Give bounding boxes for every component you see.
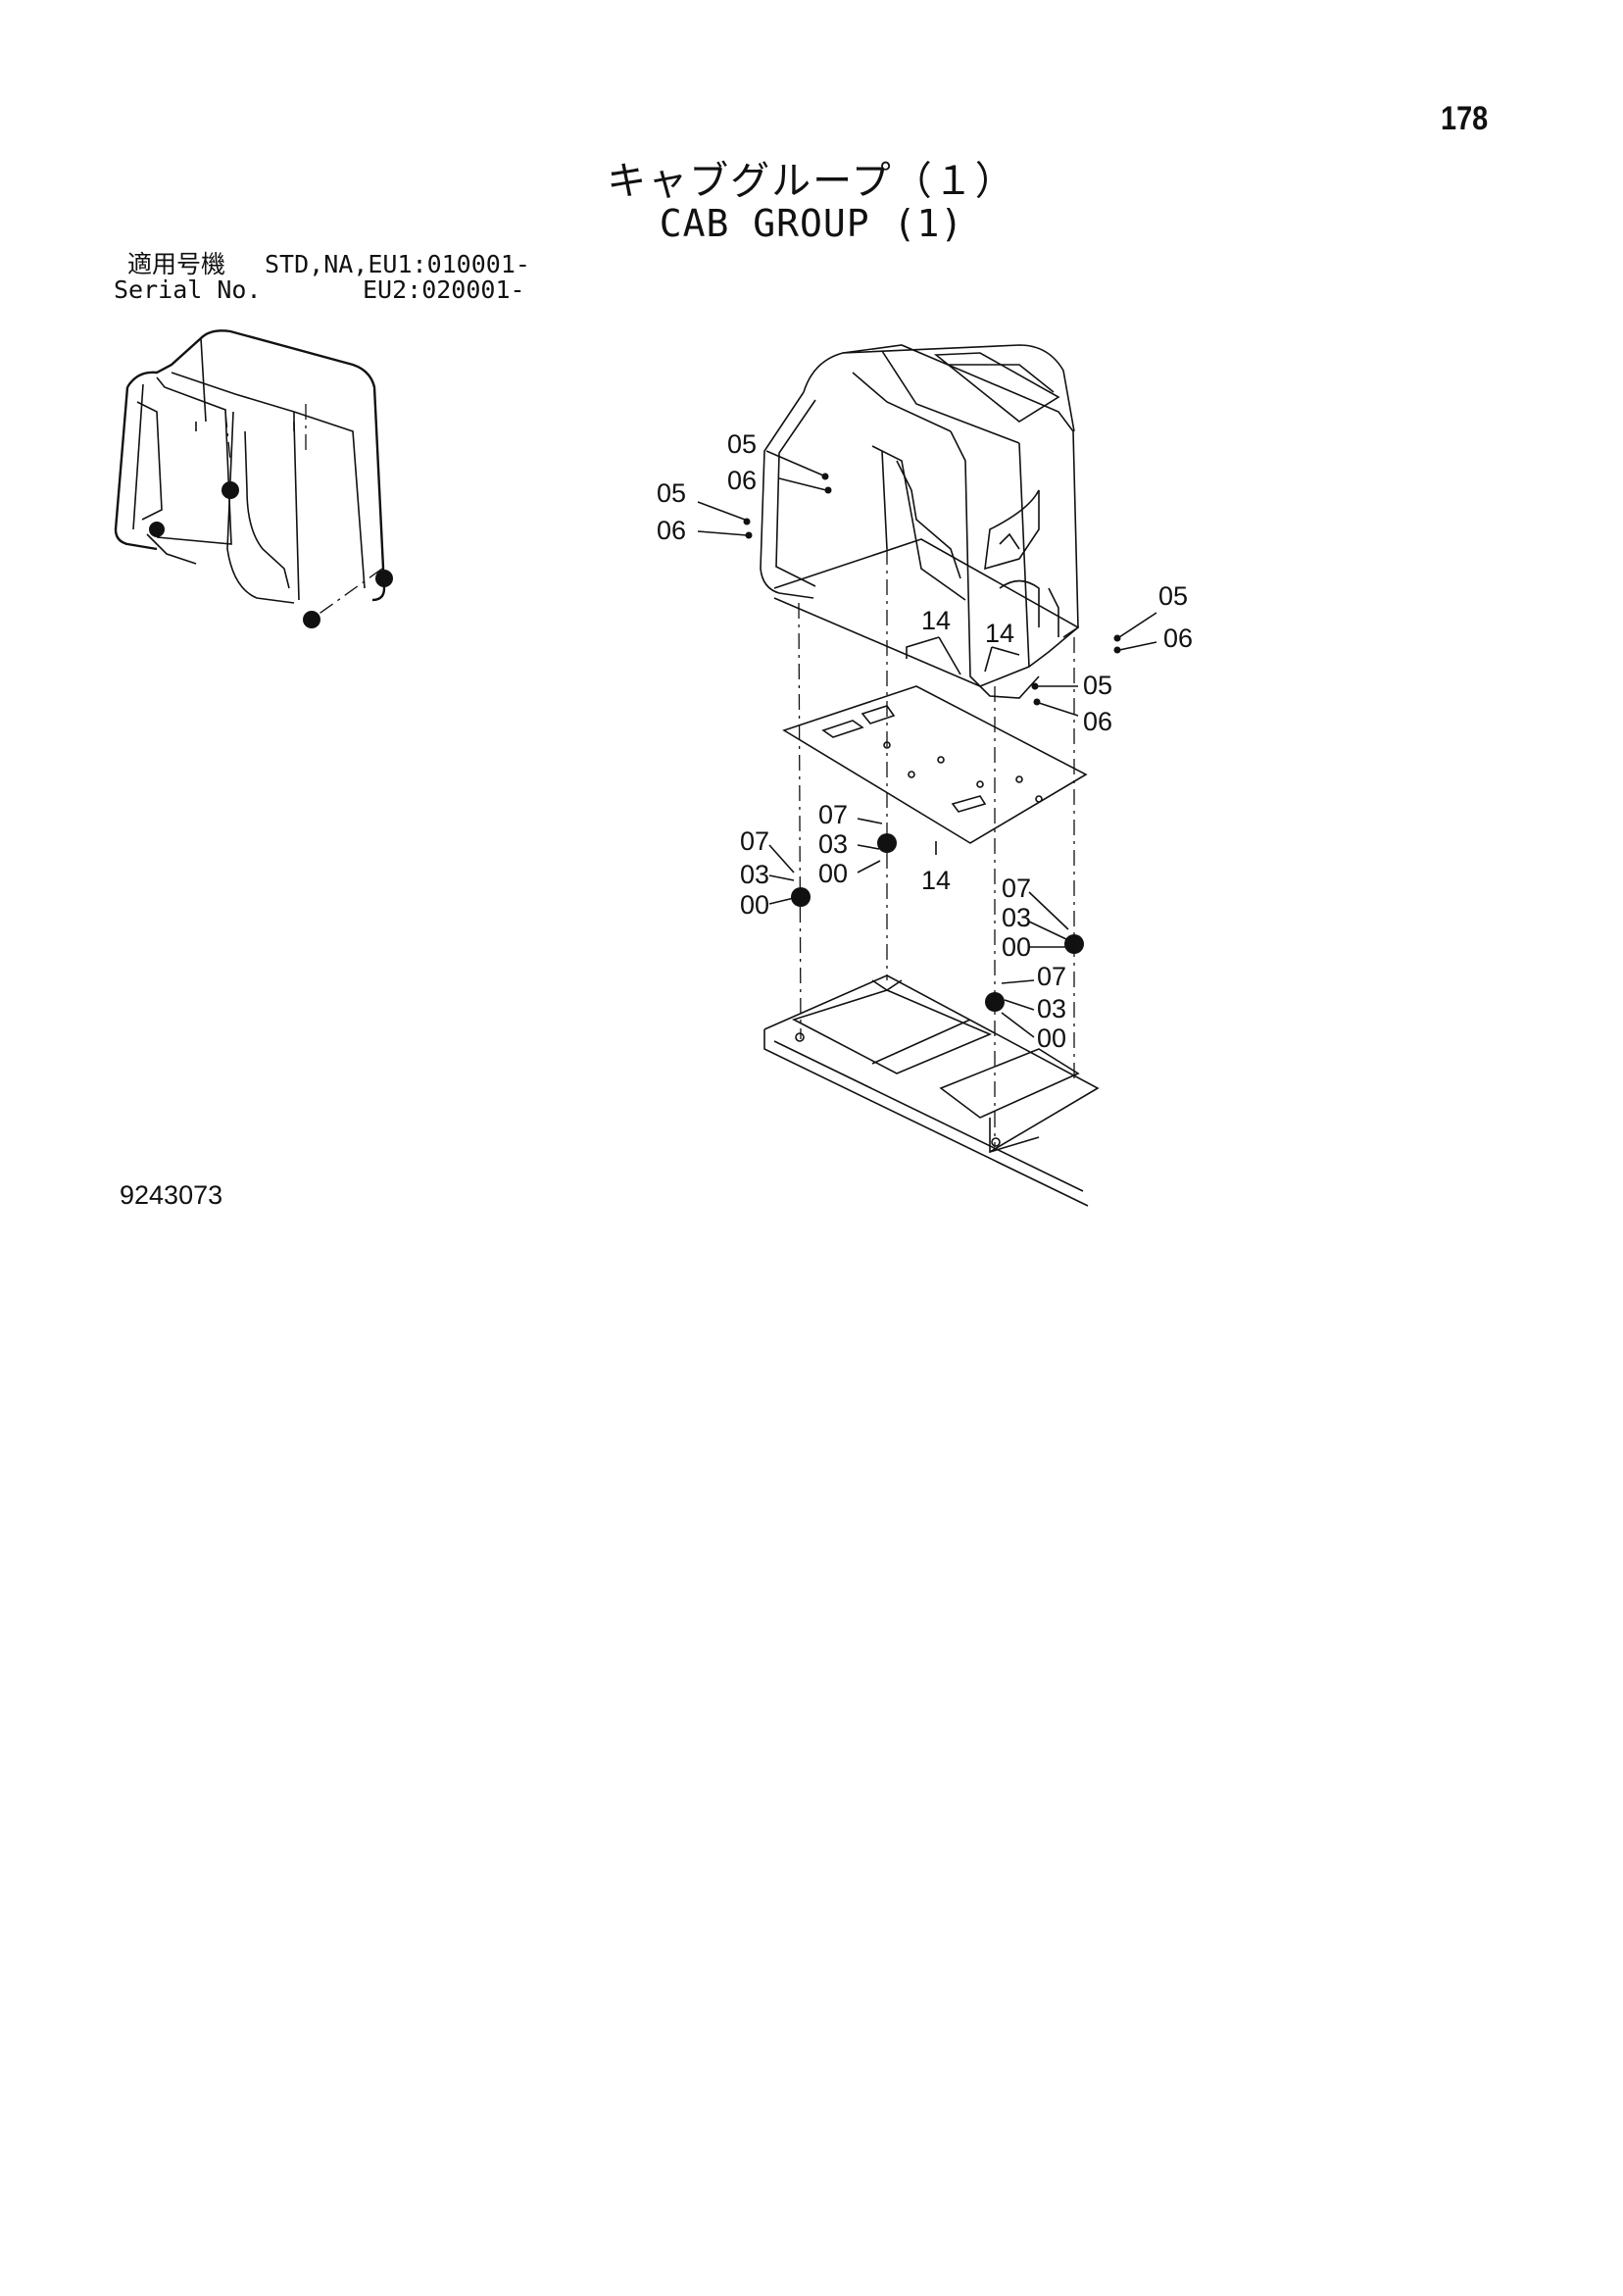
callout-05-c: 05	[1158, 581, 1188, 611]
callout-14-b: 14	[985, 619, 1014, 648]
callout-03-c: 03	[1002, 903, 1031, 932]
callout-03-b: 03	[818, 829, 848, 859]
title-japanese: キャブグループ（１）	[607, 159, 1016, 204]
callout-00-d: 00	[1037, 1023, 1066, 1053]
cab-frame	[760, 344, 1080, 699]
alignment-center-lines	[798, 549, 1075, 1147]
serial-range-1: STD,NA,EU1:010001-	[265, 250, 530, 278]
drawing-number: 9243073	[120, 1180, 223, 1210]
callout-07-b: 07	[818, 800, 848, 829]
callout-05-d: 05	[1083, 671, 1112, 700]
serial-label-english: Serial No.	[114, 275, 262, 304]
callout-05-b: 05	[657, 478, 686, 508]
callout-07-d: 07	[1037, 962, 1066, 991]
callout-03-a: 03	[740, 860, 769, 889]
page-number: 178	[1441, 100, 1489, 137]
callout-06-c: 06	[1163, 624, 1193, 653]
base-frame	[763, 974, 1100, 1207]
thumbnail-cab-illustration	[114, 329, 393, 628]
callout-00-b: 00	[818, 859, 848, 888]
callout-14-c: 14	[921, 866, 951, 895]
callout-00-c: 00	[1002, 932, 1031, 962]
cab-mounts	[791, 833, 1084, 1012]
callout-03-d: 03	[1037, 994, 1066, 1023]
callout-07-a: 07	[740, 826, 769, 856]
leader-lines	[697, 450, 1157, 1038]
callout-14-a: 14	[921, 606, 951, 635]
callout-06-d: 06	[1083, 707, 1112, 736]
callout-06-a: 06	[727, 466, 757, 495]
title-english: CAB GROUP (1)	[659, 202, 964, 245]
serial-label-japanese: 適用号機	[127, 250, 226, 278]
callout-06-b: 06	[657, 516, 686, 545]
serial-range-2: EU2:020001-	[363, 275, 525, 304]
callout-labels: 05 06 05 06 05 06 05 06 14 14 14 07 03 0…	[657, 429, 1193, 1053]
floor-plate	[782, 685, 1088, 844]
callout-00-a: 00	[740, 890, 769, 920]
callout-07-c: 07	[1002, 873, 1031, 903]
callout-05-a: 05	[727, 429, 757, 459]
